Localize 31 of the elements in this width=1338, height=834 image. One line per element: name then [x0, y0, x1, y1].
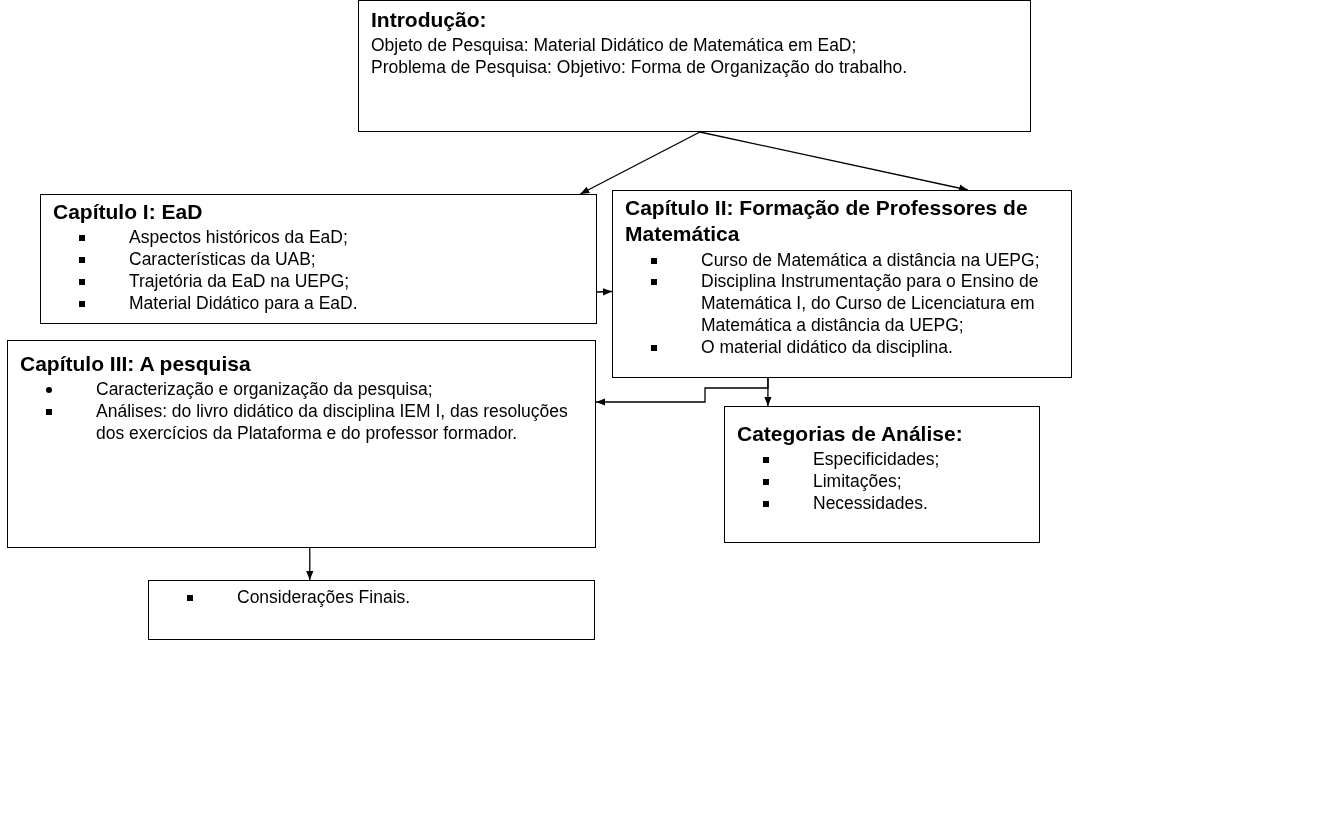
bullet-item: O material didático da disciplina. — [701, 337, 954, 359]
box-heading: Capítulo II: Formação de Professores de Matemática — [625, 195, 1029, 248]
bullet-item: Material Didático para a EaD. — [129, 292, 359, 315]
box-heading: Categorias de Análise: — [737, 421, 964, 447]
arrow — [595, 377, 769, 406]
bullet-item: Trajetória da EaD na UEPG; — [129, 271, 351, 293]
text-box — [148, 580, 595, 640]
bullet-item: Limitações; — [813, 471, 903, 493]
bullet-item: Características da UAB; — [129, 249, 317, 271]
bullet-item: Considerações Finais. — [237, 587, 412, 609]
text-line: Problema de Pesquisa: Objetivo: Forma de Organização do trabalho. — [371, 57, 908, 79]
box-heading: Capítulo III: A pesquisa — [20, 351, 252, 377]
arrow — [306, 547, 314, 581]
bullet-item: Caracterização e organização da pesquisa; — [96, 379, 434, 402]
bullet-item: Análises: do livro didático da disciplina IEM I, das resoluções dos exercícios da Plataforma e do professor formador. — [96, 401, 569, 445]
bullet-item: Aspectos históricos da EaD; — [129, 227, 349, 250]
bullet-item: Especificidades; — [813, 449, 941, 472]
bullet-item: Disciplina Instrumentação para o Ensino de Matemática I, do Curso de Licenciatura em Matemática a distância da UEPG; — [701, 271, 1040, 337]
arrow — [596, 288, 613, 296]
box-heading: Capítulo I: EaD — [53, 199, 204, 225]
arrow — [579, 131, 701, 195]
text-box — [40, 194, 597, 324]
text-box — [612, 190, 1072, 378]
text-box — [724, 406, 1040, 543]
bullet-item: Curso de Matemática a distância na UEPG; — [701, 249, 1041, 272]
box-heading: Introdução: — [371, 7, 488, 33]
text-line: Objeto de Pesquisa: Material Didático de Matemática em EaD; — [371, 35, 858, 58]
arrow — [699, 131, 969, 192]
text-box — [358, 0, 1031, 132]
text-box — [7, 340, 596, 548]
bullet-item: Necessidades. — [813, 493, 929, 515]
